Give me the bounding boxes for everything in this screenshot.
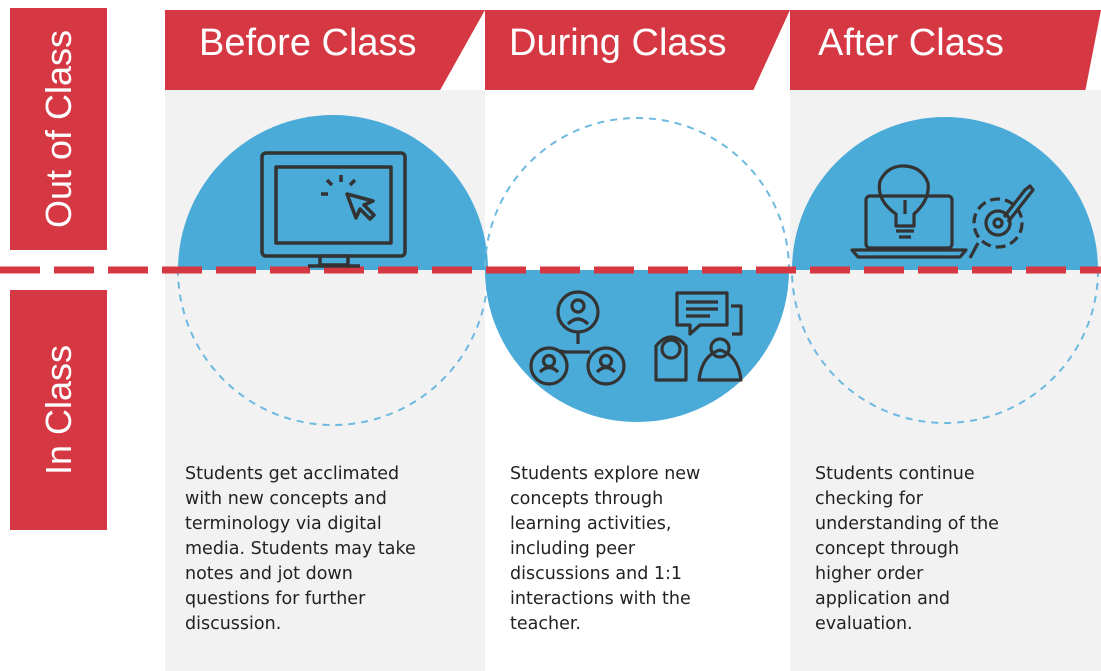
before-class-description: Students get acclimated with new concept… xyxy=(185,462,475,637)
during-class-desc-line: Students explore new xyxy=(510,464,701,484)
before-class-title: Before Class xyxy=(199,22,417,64)
after-class-desc-line: application and xyxy=(815,589,951,609)
computer-monitor-icon xyxy=(260,151,407,268)
during-class-desc-line: including peer xyxy=(510,539,636,559)
during-class-circle-fill xyxy=(485,270,789,422)
before-class-desc-line: terminology via digital xyxy=(185,514,382,534)
after-class-header: After Class xyxy=(790,10,1101,90)
after-class-circle-dashed xyxy=(791,270,1099,424)
during-class-desc-line: discussions and 1:1 xyxy=(510,564,683,584)
after-class-desc-line: Students continue xyxy=(815,464,975,484)
before-class-desc-line: discussion. xyxy=(185,614,282,634)
after-class-description: Students continue checking for understan… xyxy=(815,462,1085,637)
before-class-desc-line: questions for further xyxy=(185,589,366,609)
before-class-header: Before Class xyxy=(165,10,485,90)
during-class-header: During Class xyxy=(485,10,790,90)
during-class-title: During Class xyxy=(509,22,727,64)
before-class-circle-fill xyxy=(178,115,488,270)
after-class-desc-line: understanding of the xyxy=(815,514,999,534)
during-class-desc-line: learning activities, xyxy=(510,514,672,534)
peer-group-discussion-icon xyxy=(529,290,743,386)
after-class-title: After Class xyxy=(818,22,1004,64)
during-class-desc-line: interactions with the xyxy=(510,589,691,609)
during-class-description: Students explore new concepts through le… xyxy=(510,462,780,637)
after-class-desc-line: concept through xyxy=(815,539,960,559)
during-class-desc-line: teacher. xyxy=(510,614,581,634)
before-class-desc-line: Students get acclimated xyxy=(185,464,400,484)
before-class-desc-line: media. Students may take xyxy=(185,539,416,559)
before-class-desc-line: notes and jot down xyxy=(185,564,353,584)
during-class-circle-dashed xyxy=(484,117,790,270)
in-class-label-block: In Class xyxy=(10,290,107,530)
out-of-class-label-block: Out of Class xyxy=(10,8,107,250)
after-class-desc-line: checking for xyxy=(815,489,923,509)
after-class-desc-line: higher order xyxy=(815,564,924,584)
laptop-lightbulb-gear-icon xyxy=(850,164,1035,259)
before-class-desc-line: with new concepts and xyxy=(185,489,387,509)
after-class-desc-line: evaluation. xyxy=(815,614,913,634)
during-class-desc-line: concepts through xyxy=(510,489,664,509)
